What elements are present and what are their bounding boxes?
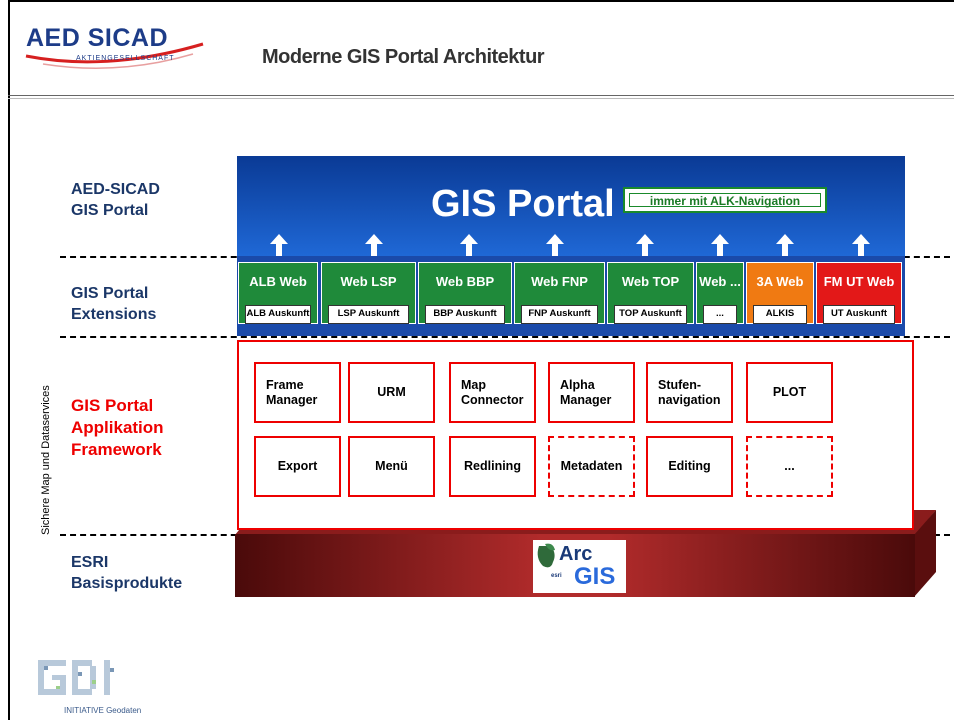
framework-module: Export — [254, 436, 341, 497]
aed-sicad-logo: AED SICAD AKTIENGESELLSCHAFT — [18, 14, 218, 84]
layer-label-line: AED-SICAD — [71, 181, 160, 198]
layer-label-line: Basisprodukte — [71, 575, 183, 592]
header-divider — [8, 95, 954, 96]
extension-subtitle: ... — [703, 305, 737, 324]
extension-card: Web BBP BBP Auskunft — [418, 262, 512, 324]
gdi-logo-icon — [38, 660, 114, 695]
up-arrow-icon — [270, 234, 288, 256]
extension-subtitle: TOP Auskunft — [614, 305, 687, 324]
extension-title: ALB Web — [249, 274, 307, 289]
layer-label-line: GIS Portal — [71, 396, 154, 415]
platform-side — [914, 510, 936, 597]
extension-title: Web FNP — [531, 274, 588, 289]
logo-wordmark: AED SICAD — [26, 24, 169, 52]
arcgis-globe-icon — [537, 543, 555, 568]
framework-module-label: Menü — [375, 459, 408, 473]
portal-title: GIS Portal — [431, 183, 615, 225]
layer-label-portal: AED-SICAD GIS Portal — [71, 179, 160, 221]
extension-card: Web TOP TOP Auskunft — [607, 262, 694, 324]
alk-navigation-label: immer mit ALK-Navigation — [629, 193, 821, 208]
header-divider-secondary — [8, 98, 954, 99]
extension-title: Web LSP — [340, 274, 397, 289]
extension-title: Web BBP — [435, 274, 495, 289]
extension-card: Web FNP FNP Auskunft — [514, 262, 605, 324]
alk-navigation-badge: immer mit ALK-Navigation — [623, 187, 827, 213]
page-title: Moderne GIS Portal Architektur — [262, 46, 545, 68]
framework-module-label: Alpha Manager — [560, 377, 612, 407]
framework-module: Metadaten — [548, 436, 635, 497]
framework-module-label: Metadaten — [560, 459, 623, 473]
up-arrow-icon — [546, 234, 564, 256]
framework-module-label: PLOT — [772, 385, 807, 399]
gis-portal-box: GIS Portal immer mit ALK-Navigation — [237, 156, 905, 256]
extension-subtitle: ALKIS — [753, 305, 807, 324]
arcgis-text-gis: GIS — [574, 563, 616, 590]
border-left — [8, 0, 10, 720]
framework-module-label: Stufen- navigation — [658, 377, 721, 407]
framework-module-label: URM — [377, 385, 406, 399]
extension-subtitle: ALB Auskunft — [245, 305, 311, 324]
framework-module: Editing — [646, 436, 733, 497]
layer-label-framework: GIS Portal Applikation Framework — [71, 395, 164, 461]
layer-label-line: Framework — [71, 440, 162, 459]
up-arrow-icon — [852, 234, 870, 256]
up-arrow-icon — [460, 234, 478, 256]
dashed-divider — [60, 336, 950, 338]
framework-module-label: Export — [277, 459, 318, 473]
framework-module-label: Frame Manager — [266, 377, 318, 407]
border-top — [8, 0, 954, 2]
framework-module: URM — [348, 362, 435, 423]
framework-module-label: ... — [784, 459, 795, 473]
arcgis-logo: Arc GIS esri — [533, 540, 626, 593]
framework-module: Map Connector — [449, 362, 536, 423]
layer-label-extensions: GIS Portal Extensions — [71, 283, 156, 325]
framework-module: Redlining — [449, 436, 536, 497]
framework-module: ... — [746, 436, 833, 497]
gdi-logo: INITIATIVE Geodaten — [30, 650, 150, 716]
layer-label-line: GIS Portal — [71, 285, 149, 302]
layer-label-line: Extensions — [71, 306, 157, 323]
logo-subtitle: AKTIENGESELLSCHAFT — [76, 55, 175, 62]
arcgis-text-arc: Arc — [559, 543, 593, 565]
framework-module: PLOT — [746, 362, 833, 423]
framework-module-label: Map Connector — [461, 377, 524, 407]
framework-module: Alpha Manager — [548, 362, 635, 423]
extension-card: FM UT Web UT Auskunft — [816, 262, 902, 324]
framework-module: Stufen- navigation — [646, 362, 733, 423]
extension-card: Web ...... — [696, 262, 744, 324]
extension-card: Web LSP LSP Auskunft — [321, 262, 416, 324]
layer-label-line: Applikation — [71, 418, 164, 437]
framework-module-label: Editing — [668, 459, 711, 473]
gdi-caption: INITIATIVE Geodaten — [64, 706, 142, 715]
extension-subtitle: BBP Auskunft — [425, 305, 505, 324]
framework-module-label: Redlining — [464, 459, 521, 473]
extension-title: Web TOP — [621, 274, 680, 289]
extension-title: 3A Web — [756, 274, 804, 289]
extension-title: Web ... — [699, 274, 741, 289]
layer-label-esri: ESRI Basisprodukte — [71, 552, 182, 594]
extension-title: FM UT Web — [823, 274, 895, 289]
extension-subtitle: LSP Auskunft — [328, 305, 409, 324]
up-arrow-icon — [711, 234, 729, 256]
up-arrow-icon — [776, 234, 794, 256]
up-arrow-icon — [365, 234, 383, 256]
layer-label-line: ESRI — [71, 554, 109, 571]
layer-label-line: GIS Portal — [71, 202, 149, 219]
framework-module: Menü — [348, 436, 435, 497]
logo-swoosh-icon — [25, 42, 204, 69]
arcgis-text-esri: esri — [551, 573, 562, 579]
framework-module: Frame Manager — [254, 362, 341, 423]
extension-subtitle: UT Auskunft — [823, 305, 895, 324]
extension-subtitle: FNP Auskunft — [521, 305, 598, 324]
side-label: Sichere Map und Dataservices — [40, 385, 52, 535]
up-arrow-icon — [636, 234, 654, 256]
